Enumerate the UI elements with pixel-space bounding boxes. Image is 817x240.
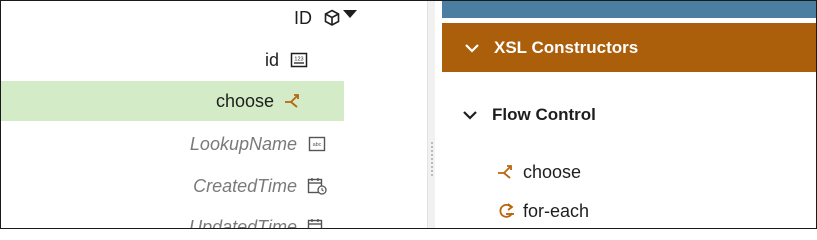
- group-header-flow-control[interactable]: Flow Control: [462, 100, 596, 130]
- tree-node-label: ID: [294, 7, 312, 28]
- palette-item-label: choose: [523, 161, 582, 182]
- chevron-down-icon[interactable]: [464, 40, 480, 56]
- palette-item-for-each[interactable]: for-each: [497, 197, 589, 225]
- components-palette: XSL Constructors Flow Control choose for…: [435, 1, 816, 228]
- palette-item-choose[interactable]: choose: [497, 158, 581, 186]
- datetime-icon: [307, 176, 327, 196]
- tree-node-id-root[interactable]: ID: [1, 1, 342, 38]
- section-title: XSL Constructors: [494, 37, 639, 57]
- choose-icon: [497, 163, 517, 181]
- drag-handle-icon[interactable]: [430, 141, 434, 177]
- choose-icon: [284, 91, 304, 111]
- expand-caret-icon[interactable]: [343, 10, 357, 18]
- section-header-xsl-constructors[interactable]: XSL Constructors: [442, 23, 816, 72]
- tree-node-id[interactable]: id 123: [1, 40, 309, 80]
- tree-node-label: CreatedTime: [193, 175, 297, 196]
- tree-node-label: choose: [215, 90, 274, 111]
- chevron-down-icon[interactable]: [462, 107, 478, 123]
- panel-splitter[interactable]: [427, 1, 436, 228]
- tree-node-lookupname[interactable]: LookupName abc: [1, 124, 327, 164]
- tree-node-label: id: [264, 49, 279, 70]
- mapper-window: ID id 123 choose LookupName abc Creat: [0, 0, 817, 229]
- number-field-icon: 123: [289, 50, 309, 70]
- svg-text:123: 123: [294, 57, 303, 63]
- svg-text:abc: abc: [313, 142, 322, 148]
- tree-node-choose[interactable]: choose: [1, 81, 344, 121]
- cube-icon: [322, 8, 342, 28]
- datetime-icon: [307, 217, 327, 228]
- previous-section-header[interactable]: [442, 1, 816, 18]
- tree-node-updatedtime[interactable]: UpdatedTime: [1, 207, 327, 229]
- group-title: Flow Control: [492, 105, 596, 124]
- palette-item-label: for-each: [523, 200, 590, 221]
- for-each-icon: [497, 202, 517, 220]
- tree-node-label: LookupName: [189, 133, 297, 154]
- text-field-icon: abc: [307, 134, 327, 154]
- tree-node-createdtime[interactable]: CreatedTime: [1, 166, 327, 206]
- tree-node-label: UpdatedTime: [189, 216, 297, 229]
- target-tree-panel: ID id 123 choose LookupName abc Creat: [1, 1, 427, 228]
